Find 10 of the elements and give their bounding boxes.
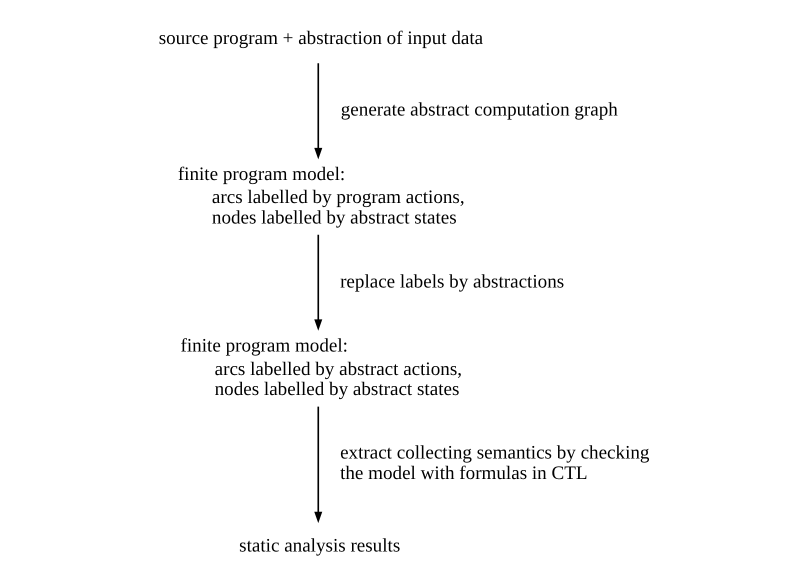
edge-label: extract collecting semantics by checking the model with formulas in CTL <box>340 442 650 484</box>
edge-label: generate abstract computation graph <box>340 100 618 121</box>
node-text: source program + abstraction of input data <box>158 28 484 50</box>
arrow <box>314 63 322 160</box>
arrow <box>314 406 322 524</box>
node-text: finite program model: arcs labelled by abstract actions, nodes labelled by abstract states <box>180 336 462 400</box>
arrow <box>314 234 322 331</box>
node-text: finite program model: arcs labelled by program actions, nodes labelled by abstract states <box>178 164 465 228</box>
node-text: static analysis results <box>239 535 400 556</box>
edge-label: replace labels by abstractions <box>340 272 564 292</box>
